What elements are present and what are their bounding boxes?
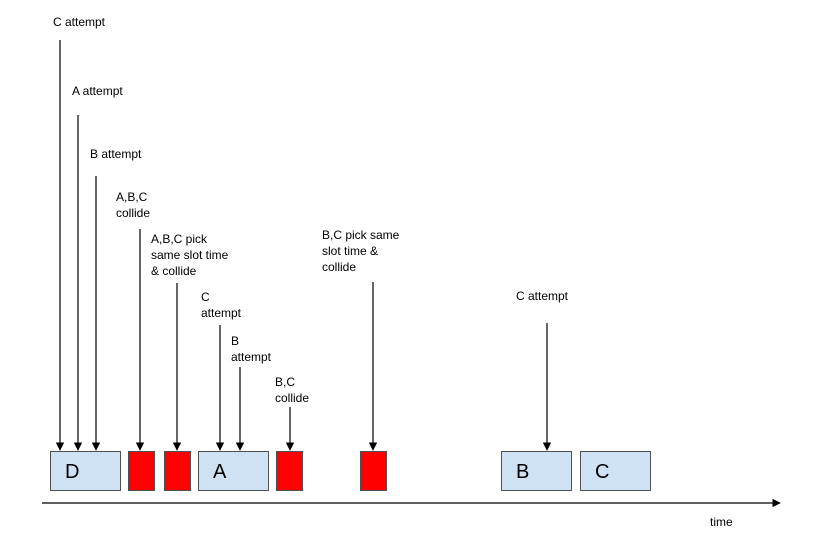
collision-frame-4 [360,451,387,491]
frame-a-label: A [213,461,227,483]
frame-b-label: B [516,461,530,483]
label-b-attempt-2: B attempt [231,334,272,364]
frame-d: D [50,451,121,491]
frame-d-label: D [65,461,80,483]
frame-c-label: C [595,461,610,483]
frame-c: C [580,451,651,491]
label-b-attempt-1: B attempt [90,147,142,161]
frame-b: B [501,451,572,491]
time-axis-label: time [710,515,733,529]
collision-frame-3 [276,451,303,491]
label-bc-collide: B,C collide [275,375,310,405]
collision-frame-2 [164,451,191,491]
label-a-attempt-1: A attempt [72,84,123,98]
label-c-attempt-1: C attempt [53,15,106,29]
frame-a: A [198,451,269,491]
collision-frame-1 [128,451,155,491]
label-bc-pick-collide: B,C pick same slot time & collide [322,228,400,274]
label-c-attempt-2: C attempt [201,290,242,320]
label-abc-collide: A,B,C collide [116,190,151,220]
label-abc-pick-collide: A,B,C pick same slot time & collide [151,232,229,278]
label-c-attempt-3: C attempt [516,289,569,303]
